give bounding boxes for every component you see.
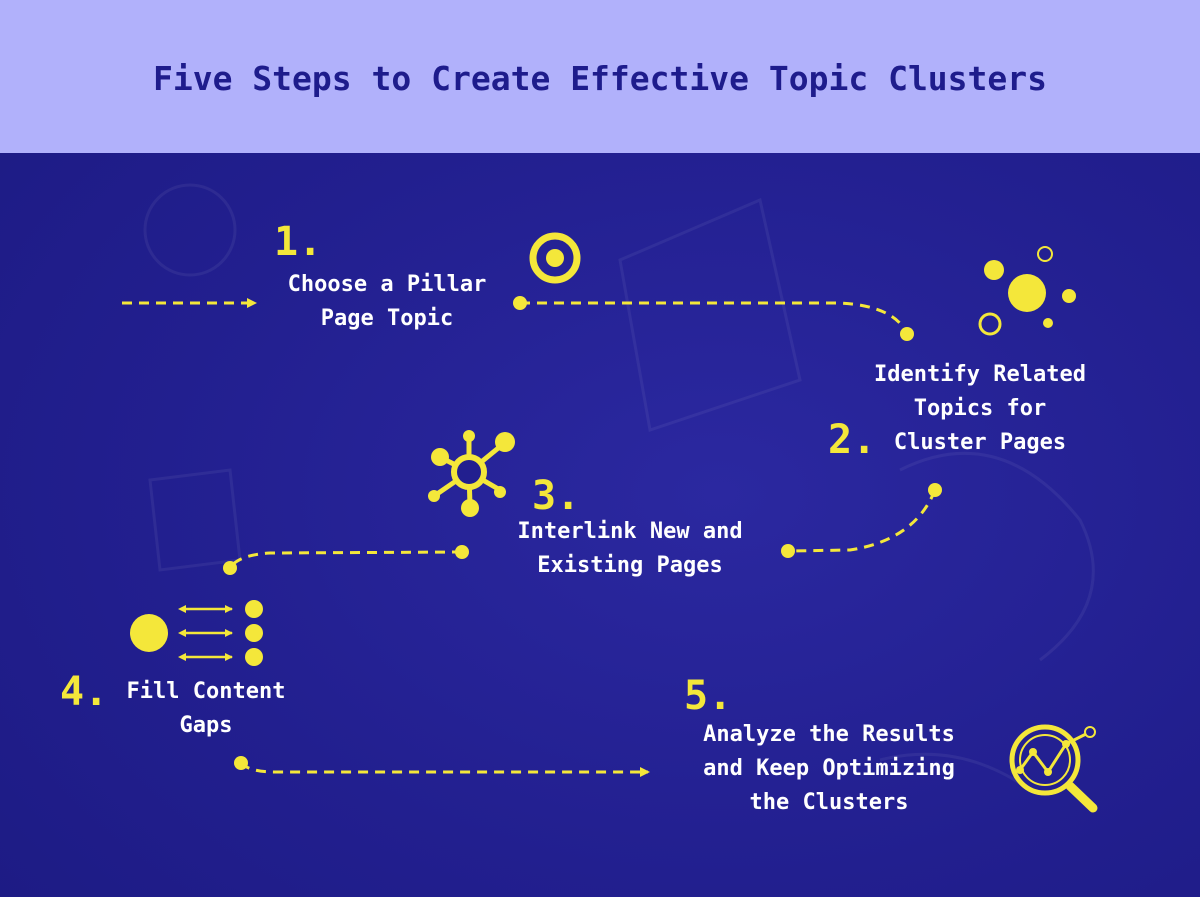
connector-dot — [513, 296, 527, 310]
connector-dot — [455, 545, 469, 559]
header-band: Five Steps to Create Effective Topic Clu… — [0, 0, 1200, 153]
step-2-label: Identify Related Topics for Cluster Page… — [874, 362, 1086, 455]
step-4-label: Fill Content Gaps — [126, 679, 286, 738]
connector-1-2 — [520, 301, 909, 335]
step-3-number: 3. — [532, 473, 581, 519]
connector-dot — [900, 327, 914, 341]
target-icon — [529, 232, 581, 284]
scattered-circles-icon — [978, 246, 1076, 336]
arrows-to-dots-icon — [130, 600, 263, 666]
network-hub-icon — [428, 430, 515, 517]
page-title: Five Steps to Create Effective Topic Clu… — [152, 59, 1048, 98]
connector-dot — [223, 561, 237, 575]
step-5-label: Analyze the Results and Keep Optimizing … — [703, 722, 955, 815]
step-1-label: Choose a Pillar Page Topic — [287, 272, 487, 331]
connector-2-3 — [787, 489, 937, 553]
connector-3-4 — [228, 550, 463, 569]
connector-dot — [234, 756, 248, 770]
step-2-number: 2. — [828, 417, 877, 463]
step-5-number: 5. — [684, 673, 733, 719]
magnifier-chart-icon — [1009, 724, 1098, 813]
step-3-label: Interlink New and Existing Pages — [517, 519, 743, 578]
connector-dot — [781, 544, 795, 558]
connector-dot — [928, 483, 942, 497]
step-1-number: 1. — [274, 219, 323, 265]
step-4-number: 4. — [60, 669, 109, 715]
connector-4-5 — [239, 761, 650, 777]
